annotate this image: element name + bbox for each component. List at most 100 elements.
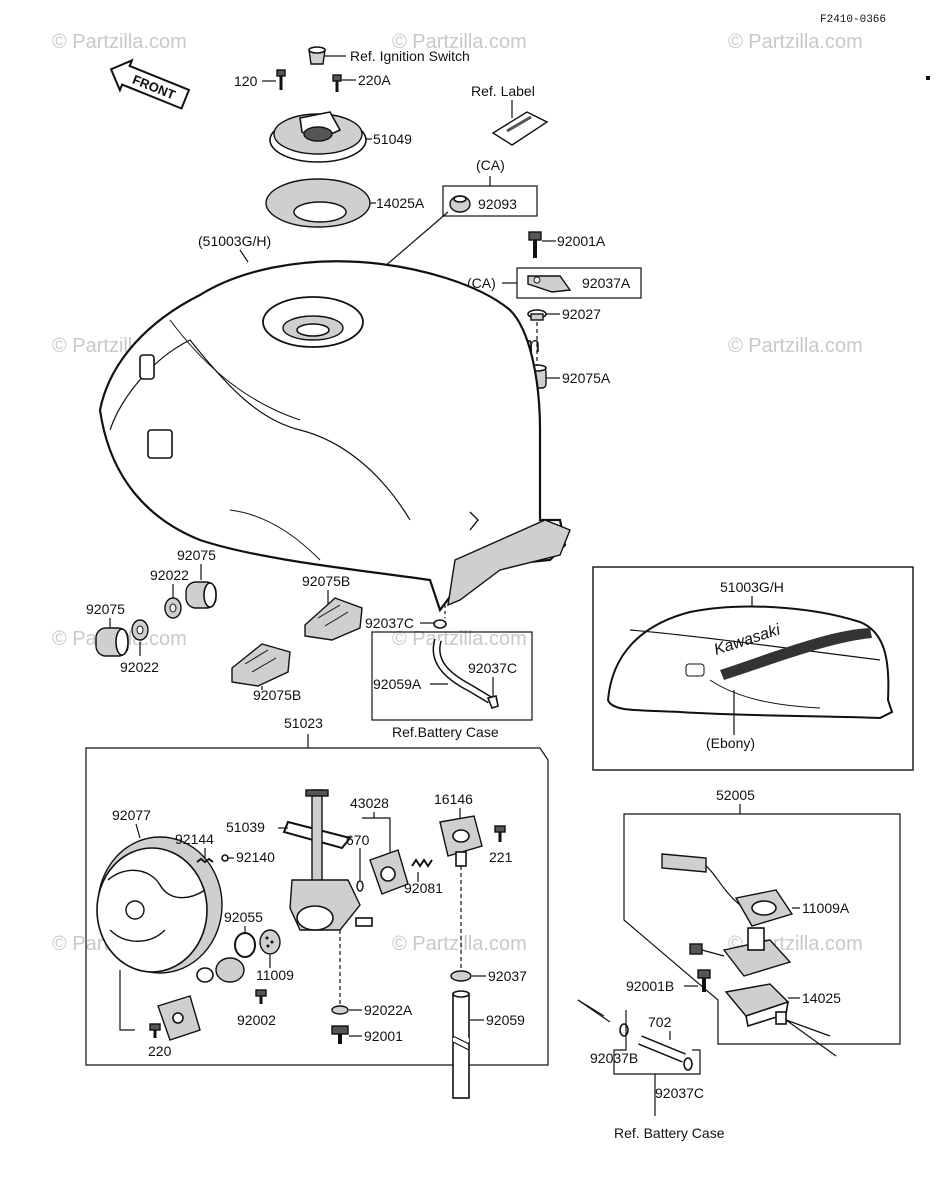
screw-92002 [255,989,267,1004]
watermark: © Partzilla.com [392,933,527,955]
washer-92022-1 [164,597,182,619]
damper-92075-2 [95,627,129,657]
label-51039: 51039 [226,819,265,835]
clip-92037 [450,970,472,982]
oring-92055 [234,932,256,958]
label-92075-2: 92075 [86,601,125,617]
washer-92022A [331,1005,349,1015]
label-92037: 92037 [488,968,527,984]
label-120: 120 [234,73,258,89]
label-43028: 43028 [350,795,389,811]
label-92037A: 92037A [582,275,631,291]
hose-92059A [432,638,493,704]
clamp-92037A [527,275,572,293]
cap-11009A [734,889,794,927]
valve-cover-16146 [439,815,483,867]
label-16146: 16146 [434,791,473,807]
label-51049: 51049 [373,131,412,147]
label-ca-1: (CA) [476,157,505,173]
hose-702 [638,1035,686,1063]
label-92001: 92001 [364,1028,403,1044]
label-92001B: 92001B [626,978,674,994]
petcock-cover-92077 [96,836,223,974]
label-14025A: 14025A [376,195,425,211]
watermark: © Partzilla.com [728,335,863,357]
label-52005: 52005 [716,787,755,803]
label-220A: 220A [358,72,391,88]
label-11009: 11009 [256,967,294,983]
label-92027: 92027 [562,306,601,322]
label-92140: 92140 [236,849,275,865]
diagram-code: F2410-0366 [820,14,886,26]
sensor-housing [689,927,792,977]
ball-92140 [221,854,229,862]
label-11009A: 11009A [802,900,850,916]
label-92075B-2: 92075B [253,687,301,703]
label-92059: 92059 [486,1012,525,1028]
fuel-filter-box [623,813,901,1045]
label-92022-1: 92022 [150,567,189,583]
label-92059A: 92059A [373,676,422,692]
bolt-92001A [528,231,542,258]
petcock-body [289,789,373,931]
watermark: © Partzilla.com [392,628,527,650]
lever-assembly [196,957,245,983]
label-ca-2: (CA) [467,275,496,291]
label-92075-1: 92075 [177,547,216,563]
label-ebony: (Ebony) [706,735,755,751]
label-92075A: 92075A [562,370,611,386]
battery-case-box-2 [613,1010,701,1075]
label-92075B-1: 92075B [302,573,350,589]
watermark: © Partzilla.com [52,31,187,53]
bolt-92001B [697,969,711,992]
watermark: © Partzilla.com [728,31,863,53]
oring-670 [356,880,364,892]
corner-dot [926,76,930,80]
screw-220 [149,1023,161,1038]
label-92037B: 92037B [590,1050,638,1066]
label-92022A: 92022A [364,1002,413,1018]
ref-label-sticker [491,111,549,146]
spring-92144 [196,857,214,864]
label-ref-ignition-switch: Ref. Ignition Switch [350,48,470,64]
plate-petcock [157,995,201,1041]
spring-92081 [411,858,433,868]
washer-92022-2 [131,619,149,641]
cover-plate [661,853,707,873]
label-92001A: 92001A [557,233,606,249]
label-92037C-3: 92037C [655,1085,704,1101]
filter-11009 [259,929,281,955]
fuel-cap-51049 [269,111,367,163]
bolt-92001 [331,1025,349,1044]
label-92022-2: 92022 [120,659,159,675]
bowl-14025 [724,983,790,1028]
screw-221 [494,825,506,842]
clip-92037C-3 [683,1057,693,1071]
watermark: © Partzilla.com [392,31,527,53]
oring-51039 [282,820,352,850]
fuel-tank-51003GH [98,260,571,613]
diaphragm-43028 [369,849,409,895]
fuel-tank-ebony: Kawasaki [606,605,894,720]
ignition-switch-cap [308,46,326,65]
label-702: 702 [648,1014,672,1030]
label-92037C-2: 92037C [468,660,517,676]
label-221: 221 [489,849,513,865]
label-92077: 92077 [112,807,151,823]
label-92081: 92081 [404,880,443,896]
label-92144: 92144 [175,831,214,847]
screw-220A [332,74,342,92]
label-92037C-1: 92037C [365,615,414,631]
label-670: 670 [346,832,370,848]
label-92002: 92002 [237,1012,276,1028]
petcock-box [85,747,549,1066]
rubber-92075B-1 [304,597,363,641]
hose-92059 [452,990,470,1099]
label-51003GH: 51003G/H [720,579,784,595]
label-220: 220 [148,1043,172,1059]
label-ref-battery-case-2: Ref. Battery Case [614,1125,725,1141]
label-ref-label: Ref. Label [471,83,535,99]
ebony-variant-box [592,566,914,771]
